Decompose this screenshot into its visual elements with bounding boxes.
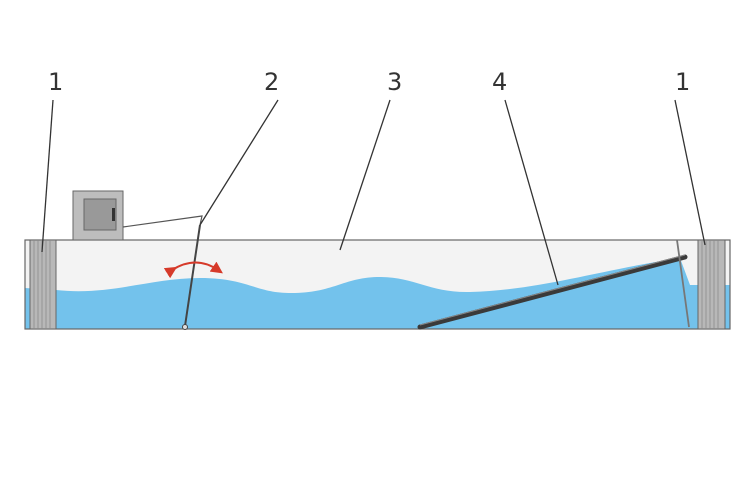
ramp <box>417 254 688 330</box>
leader-lines <box>41 99 706 286</box>
label-wave-absorber-left: 1 <box>48 68 63 96</box>
wave-absorber-right <box>697 239 726 330</box>
label-wave-flume: 3 <box>387 68 402 96</box>
label-ramp: 4 <box>492 68 507 96</box>
label-wave-paddle: 2 <box>264 68 279 96</box>
label-wave-absorber-right: 1 <box>675 68 690 96</box>
right-support-rod <box>676 239 690 328</box>
water <box>25 258 730 329</box>
control-cable <box>122 215 203 228</box>
flume-outline <box>24 239 731 330</box>
oscillation-arrow-icon <box>163 261 223 279</box>
wave-absorber-left <box>29 239 57 330</box>
paddle-hinge <box>182 324 188 330</box>
ramp-highlight <box>419 254 686 326</box>
control-box <box>72 190 124 241</box>
